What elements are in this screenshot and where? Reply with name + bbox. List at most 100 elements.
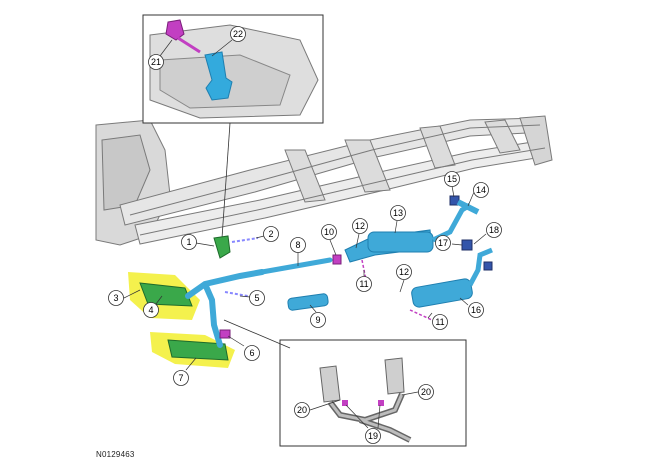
inset-bottom-clamp-right (378, 400, 384, 406)
muffler-16 (411, 278, 473, 308)
callout-19: 19 (365, 428, 381, 444)
inset-bottom-clamp-left (342, 400, 348, 406)
leader-lines (123, 39, 487, 429)
frame-rear-end (519, 115, 553, 166)
callout-12a: 12 (352, 218, 368, 234)
svg-text:11: 11 (359, 279, 368, 289)
svg-text:17: 17 (438, 238, 448, 248)
leader-4 (155, 295, 163, 305)
leader-10 (329, 239, 337, 256)
svg-text:20: 20 (297, 405, 307, 415)
svg-text:3: 3 (113, 293, 118, 303)
figure-code: N0129463 (96, 450, 135, 459)
leader-12b (399, 279, 405, 293)
frame-rail-edge-line (129, 124, 541, 216)
tailpipe-tip-14 (456, 199, 480, 215)
inset-top-bolt-shaft (177, 36, 201, 54)
svg-text:12: 12 (355, 221, 365, 231)
frame-left-rail (119, 117, 546, 226)
leader-14 (467, 191, 475, 207)
inset-bottom-converter-right (384, 357, 405, 395)
callout-3: 3 (108, 290, 124, 306)
svg-text:16: 16 (471, 305, 481, 315)
leader-11b (427, 312, 433, 319)
leader-inset-bottom (223, 319, 291, 349)
leader-6 (227, 335, 245, 347)
inset-bottom-pipes-inner (328, 393, 411, 442)
frame-crossmember-3 (419, 125, 456, 169)
frame-rail-edge-line-2 (139, 147, 546, 236)
svg-text:7: 7 (178, 373, 183, 383)
svg-text:22: 22 (233, 29, 243, 39)
svg-text:10: 10 (324, 227, 334, 237)
inset-top-bolt (165, 19, 185, 41)
leader-19b (377, 404, 381, 429)
svg-text:20: 20 (421, 387, 431, 397)
callout-20b: 20 (418, 384, 434, 400)
muffler-13-body (367, 231, 434, 253)
svg-text:9: 9 (315, 315, 320, 325)
callout-22: 22 (230, 26, 246, 42)
svg-text:15: 15 (447, 174, 457, 184)
svg-text:1: 1 (186, 237, 191, 247)
hanger-17 (461, 239, 473, 251)
callout-1: 1 (181, 234, 197, 250)
callout-5: 5 (249, 290, 265, 306)
frame-front-detail (101, 134, 151, 211)
leader-2 (255, 235, 265, 239)
stud-11b (409, 309, 433, 321)
leader-22 (211, 39, 233, 57)
svg-text:4: 4 (148, 305, 153, 315)
tailpipe-lower (467, 247, 493, 287)
leader-16 (459, 297, 469, 306)
callout-2: 2 (263, 226, 279, 242)
callout-14: 14 (473, 182, 489, 198)
bolt-2 (231, 237, 259, 243)
callout-6: 6 (244, 345, 260, 361)
callout-7: 7 (173, 370, 189, 386)
leader-18 (473, 233, 487, 245)
callout-12b: 12 (396, 264, 412, 280)
svg-text:12: 12 (399, 267, 409, 277)
leader-21 (159, 39, 173, 57)
frame-crossmember-1 (284, 149, 326, 203)
leader-3 (123, 289, 141, 299)
callout-16: 16 (468, 302, 484, 318)
callout-9: 9 (310, 312, 326, 328)
leader-7 (185, 357, 197, 371)
leader-19a (345, 404, 369, 429)
leader-20b (401, 391, 419, 396)
leader-1 (195, 242, 215, 247)
catalyst-right (167, 339, 229, 361)
callout-4: 4 (143, 302, 159, 318)
callout-8: 8 (290, 237, 306, 253)
callout-11a: 11 (356, 276, 372, 292)
intermediate-pipe (259, 257, 333, 275)
tailpipe-upper (431, 202, 472, 243)
svg-text:18: 18 (489, 225, 499, 235)
callouts: 1 2 3 4 5 6 7 8 9 10 11 11 12 12 13 14 1… (108, 26, 502, 444)
frame-crossmember-4 (484, 119, 521, 154)
leader-15 (451, 185, 455, 198)
svg-text:19: 19 (368, 431, 378, 441)
callout-21: 21 (148, 54, 164, 70)
leader-17 (451, 243, 463, 246)
callout-18: 18 (486, 222, 502, 238)
svg-text:21: 21 (151, 57, 161, 67)
svg-text:14: 14 (476, 185, 486, 195)
callout-17: 17 (435, 235, 451, 251)
leader-9 (309, 304, 317, 313)
leader-inset-to-hanger (221, 122, 231, 239)
inset-detail-top (142, 14, 324, 124)
hanger-18 (483, 261, 493, 271)
svg-text:11: 11 (435, 317, 444, 327)
svg-text:5: 5 (254, 293, 259, 303)
svg-text:13: 13 (393, 208, 403, 218)
clamp-6 (219, 329, 231, 339)
callout-15: 15 (444, 171, 460, 187)
hanger-bracket-1 (213, 235, 231, 259)
y-pipe (185, 269, 265, 348)
leader-20a (309, 399, 341, 411)
catalyst-left (139, 282, 193, 307)
